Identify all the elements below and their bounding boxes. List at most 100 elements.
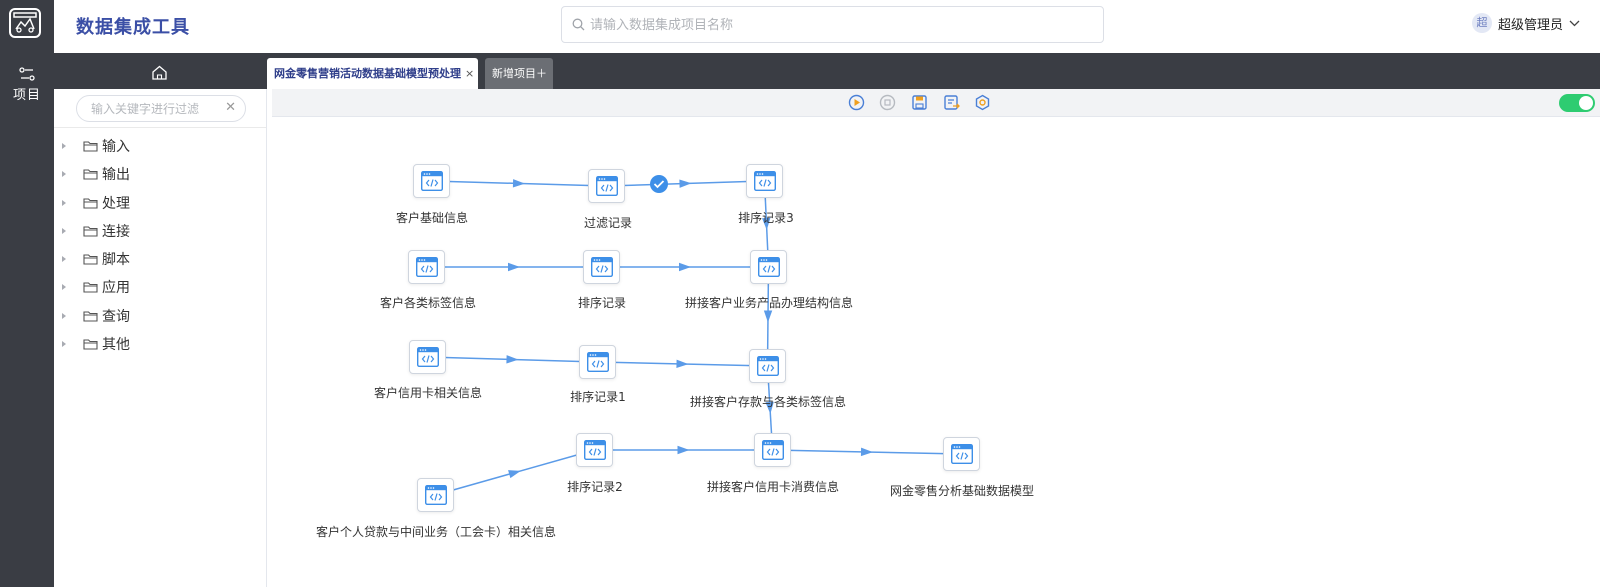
check-icon <box>649 175 668 194</box>
tree-item[interactable]: 脚本 <box>54 249 266 277</box>
script-node-icon[interactable] <box>749 349 786 383</box>
stop-icon[interactable] <box>879 94 896 111</box>
folder-icon <box>83 169 98 180</box>
tree-item[interactable]: 查询 <box>54 306 266 334</box>
edge-layer <box>426 179 962 496</box>
home-icon[interactable] <box>151 65 168 80</box>
folder-icon <box>83 282 98 294</box>
user-menu[interactable]: 超 超级管理员 <box>1471 13 1580 33</box>
edge-arrow-icon <box>763 310 773 323</box>
edge-arrow-icon <box>676 359 689 369</box>
save-icon[interactable] <box>911 94 928 111</box>
folder-icon <box>83 339 98 350</box>
tree-item[interactable]: 输入 <box>54 136 266 164</box>
rail-nav-label: 项目 <box>12 88 41 103</box>
edge-arrow-icon <box>677 445 690 455</box>
edge-arrow-icon <box>508 470 521 479</box>
node-label: 排序记录3 <box>738 211 794 225</box>
tab-new-project[interactable]: 新增项目＋ <box>485 58 553 89</box>
node-label: 排序记录1 <box>570 390 626 404</box>
node-label: 排序记录2 <box>567 480 623 494</box>
folder-icon <box>83 198 98 209</box>
folder-icon <box>83 254 98 265</box>
tabbar-home-area <box>54 53 266 89</box>
export-icon[interactable] <box>943 94 960 111</box>
caret-right-icon[interactable] <box>62 341 66 348</box>
node-label: 排序记录 <box>577 296 627 310</box>
tree-item[interactable]: 输出 <box>54 164 266 192</box>
node-label: 拼接客户信用卡消费信息 <box>706 480 840 494</box>
tree-item-label: 其他 <box>102 337 130 354</box>
tree-item[interactable]: 其他 <box>54 334 266 362</box>
settings-icon[interactable] <box>974 94 991 111</box>
tab-bar: 网金零售营销活动数据基础模型预处理 × 新增项目＋ <box>54 53 1600 89</box>
tree-item-label: 输入 <box>102 139 130 155</box>
user-name: 超级管理员 <box>1497 17 1563 33</box>
script-node-icon[interactable] <box>750 250 787 284</box>
tree-item[interactable]: 应用 <box>54 277 266 305</box>
script-node-icon[interactable] <box>413 164 450 198</box>
edge-arrow-icon <box>860 447 873 457</box>
edge-arrow-icon <box>506 355 519 364</box>
folder-icon <box>83 226 98 237</box>
edge-arrow-icon <box>512 179 525 188</box>
tab-active-project[interactable]: 网金零售营销活动数据基础模型预处理 × <box>267 58 478 89</box>
top-header: 数据集成工具 超 超级管理员 <box>54 0 1600 53</box>
left-rail: 项目 <box>0 0 54 587</box>
search-input[interactable] <box>590 13 1090 37</box>
edge-arrow-icon <box>508 262 520 272</box>
script-node-icon[interactable] <box>576 433 613 467</box>
script-node-icon[interactable] <box>943 437 980 471</box>
edge-arrow-icon <box>679 179 692 188</box>
avatar: 超 <box>1471 13 1492 33</box>
project-switch-icon <box>19 67 35 81</box>
node-label: 拼接客户存款与各类标签信息 <box>689 395 847 409</box>
node-label: 过滤记录 <box>583 216 633 230</box>
tree-item-label: 查询 <box>102 308 130 325</box>
script-node-icon[interactable] <box>408 250 445 284</box>
script-node-icon[interactable] <box>754 433 791 467</box>
caret-right-icon[interactable] <box>62 199 66 206</box>
search-icon <box>572 18 585 31</box>
script-node-icon[interactable] <box>579 345 616 379</box>
caret-right-icon[interactable] <box>62 284 66 291</box>
toggle-switch[interactable] <box>1559 94 1595 112</box>
script-node-icon[interactable] <box>417 478 454 512</box>
run-icon[interactable] <box>848 94 865 111</box>
rail-nav-project[interactable]: 项目 <box>0 66 54 103</box>
node-label: 网金零售分析基础数据模型 <box>889 484 1035 498</box>
tree-filter[interactable]: ✕ <box>76 95 246 122</box>
node-label: 客户信用卡相关信息 <box>373 386 483 400</box>
node-label: 客户个人贷款与中间业务（工会卡）相关信息 <box>315 525 557 539</box>
app-logo-icon <box>9 8 41 38</box>
tree-item-label: 输出 <box>102 167 130 184</box>
folder-icon <box>83 311 98 322</box>
script-node-icon[interactable] <box>409 340 446 374</box>
component-tree: 输入输出处理连接脚本应用查询其他 <box>54 136 266 362</box>
tab-close-icon[interactable]: × <box>465 67 475 80</box>
tree-item[interactable]: 处理 <box>54 193 266 221</box>
caret-right-icon[interactable] <box>62 171 66 178</box>
caret-right-icon[interactable] <box>62 256 66 263</box>
tree-item-label: 应用 <box>102 280 130 297</box>
caret-right-icon[interactable] <box>62 312 66 319</box>
caret-right-icon[interactable] <box>62 227 66 234</box>
tab-label: 网金零售营销活动数据基础模型预处理 <box>274 67 461 80</box>
node-label: 拼接客户业务产品办理结构信息 <box>684 296 854 310</box>
clear-icon[interactable]: ✕ <box>225 100 236 115</box>
tree-item-label: 连接 <box>102 223 130 240</box>
canvas-toolbar <box>272 89 1600 117</box>
tree-item[interactable]: 连接 <box>54 221 266 249</box>
project-search[interactable] <box>561 6 1104 43</box>
app-title: 数据集成工具 <box>76 17 190 38</box>
caret-right-icon[interactable] <box>62 143 66 149</box>
tree-filter-input[interactable] <box>91 100 221 118</box>
script-node-icon[interactable] <box>588 169 625 203</box>
script-node-icon[interactable] <box>746 164 783 198</box>
script-node-icon[interactable] <box>583 250 620 284</box>
tree-item-label: 脚本 <box>102 252 130 269</box>
tree-item-label: 处理 <box>102 195 130 212</box>
node-label: 客户基础信息 <box>395 211 469 225</box>
